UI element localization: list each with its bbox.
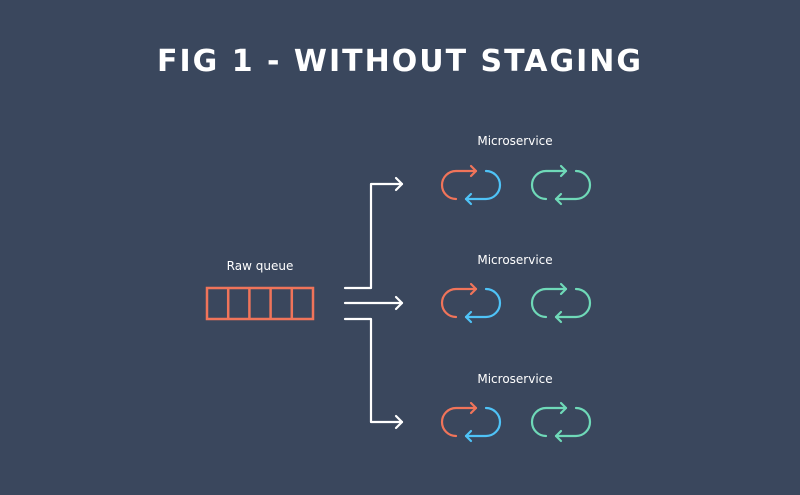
raw-queue <box>205 286 315 321</box>
connector-bottom <box>343 317 404 424</box>
microservice-label-2: Microservice <box>477 253 553 267</box>
microservice-label-3: Microservice <box>477 372 553 386</box>
cycle-icon <box>530 164 592 206</box>
cycle-icon <box>530 282 592 324</box>
microservice-label-1: Microservice <box>477 134 553 148</box>
raw-queue-box <box>205 286 315 321</box>
microservice-1 <box>440 164 592 206</box>
right-arrow-icon <box>394 414 404 430</box>
raw-queue-label: Raw queue <box>226 259 294 273</box>
right-arrow-icon <box>394 295 404 311</box>
connector-arrows <box>343 176 404 430</box>
cycle-icon <box>440 164 502 206</box>
right-arrow-icon <box>394 176 404 192</box>
microservice-3 <box>440 401 592 443</box>
microservice-2 <box>440 282 592 324</box>
cycle-icon <box>440 401 502 443</box>
diagram-title: FIG 1 - WITHOUT STAGING <box>156 44 643 79</box>
cycle-icon <box>530 401 592 443</box>
cycle-icon <box>440 282 502 324</box>
connector-top <box>343 182 404 290</box>
